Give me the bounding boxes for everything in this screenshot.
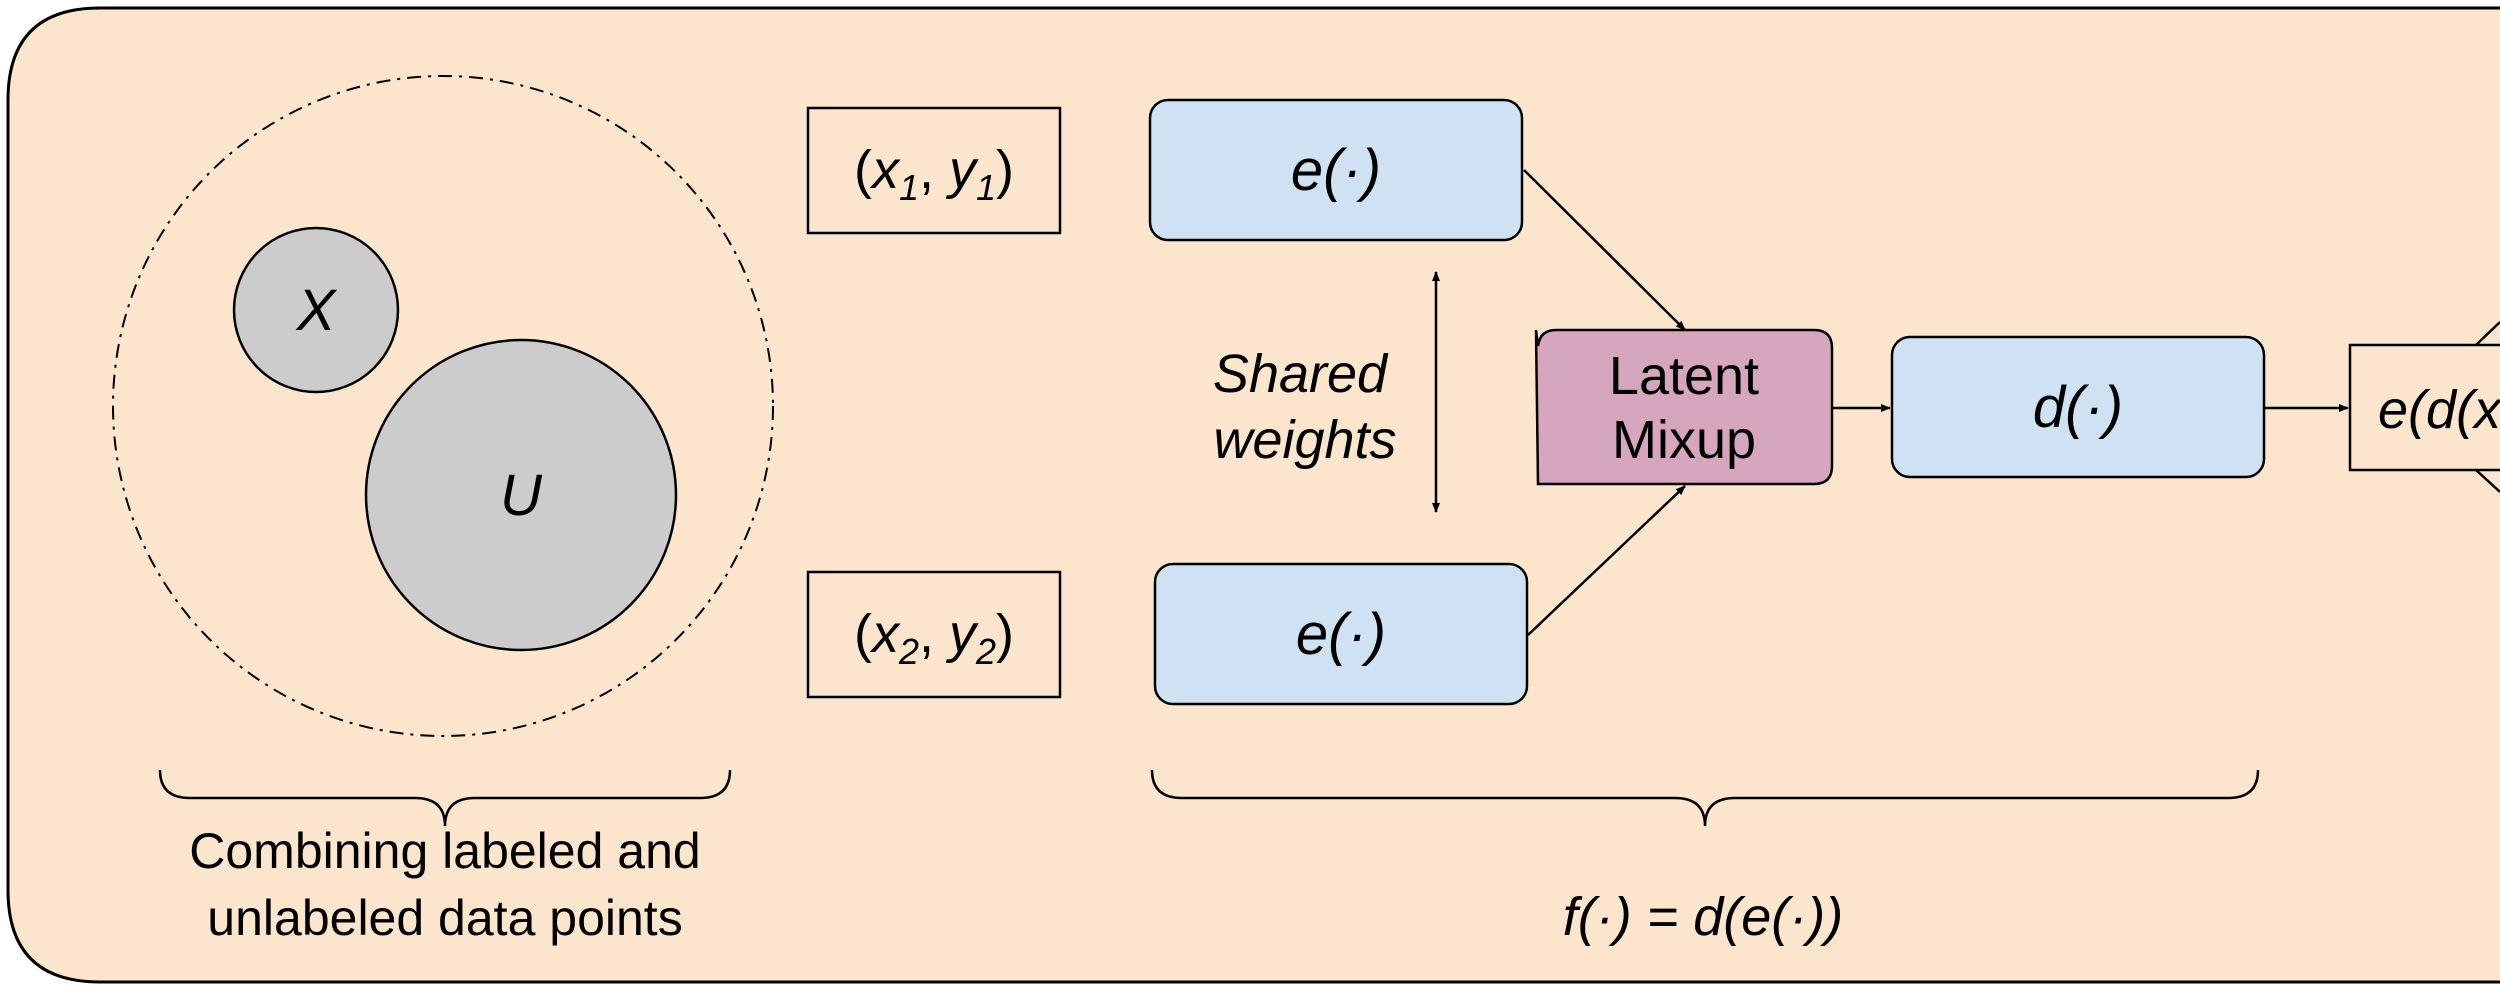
output-lower-edge-line — [2475, 469, 2500, 493]
latent-mixup-box — [1534, 328, 1834, 486]
encoder-bottom-box — [1153, 562, 1529, 706]
output-upper-edge-line — [2475, 321, 2500, 346]
encoder-top-box — [1148, 98, 1524, 242]
model-caption: f(·) = d(e(·)) — [1563, 887, 1843, 947]
input-pair-2-box — [806, 570, 1062, 699]
shared-weights-line1: Shared — [1213, 344, 1389, 404]
model-brace — [1150, 769, 2260, 827]
output-box — [2348, 343, 2500, 472]
decoder-label: d(·) — [2033, 375, 2123, 440]
data-caption-line2: unlabeled data points — [207, 890, 682, 946]
set-u-circle — [364, 338, 678, 652]
panel-background — [6, 6, 2500, 984]
set-x-label: X — [295, 278, 338, 343]
output-label: e(d(x — [2378, 380, 2500, 440]
encoder-top-to-mixup-arrow — [1523, 169, 1686, 331]
shared-weights-line2: weights — [1213, 410, 1396, 470]
data-pool-circle — [112, 75, 774, 737]
input-pair-2-label: (x2, y2) — [854, 604, 1014, 672]
encoder-bottom-label: e(·) — [1296, 602, 1386, 667]
input-pair-1-box — [806, 106, 1062, 235]
encoder-top-label: e(·) — [1291, 138, 1381, 203]
latent-mixup-line2: Mixup — [1612, 410, 1756, 470]
encoder-bottom-to-mixup-arrow — [1527, 485, 1686, 636]
set-x-circle — [232, 226, 400, 394]
data-brace — [158, 769, 732, 827]
data-caption-line1: Combining labeled and — [189, 823, 700, 879]
set-u-label: U — [500, 463, 543, 528]
latent-mixup-line1: Latent — [1609, 346, 1759, 406]
input-pair-1-label: (x1, y1) — [854, 140, 1014, 208]
